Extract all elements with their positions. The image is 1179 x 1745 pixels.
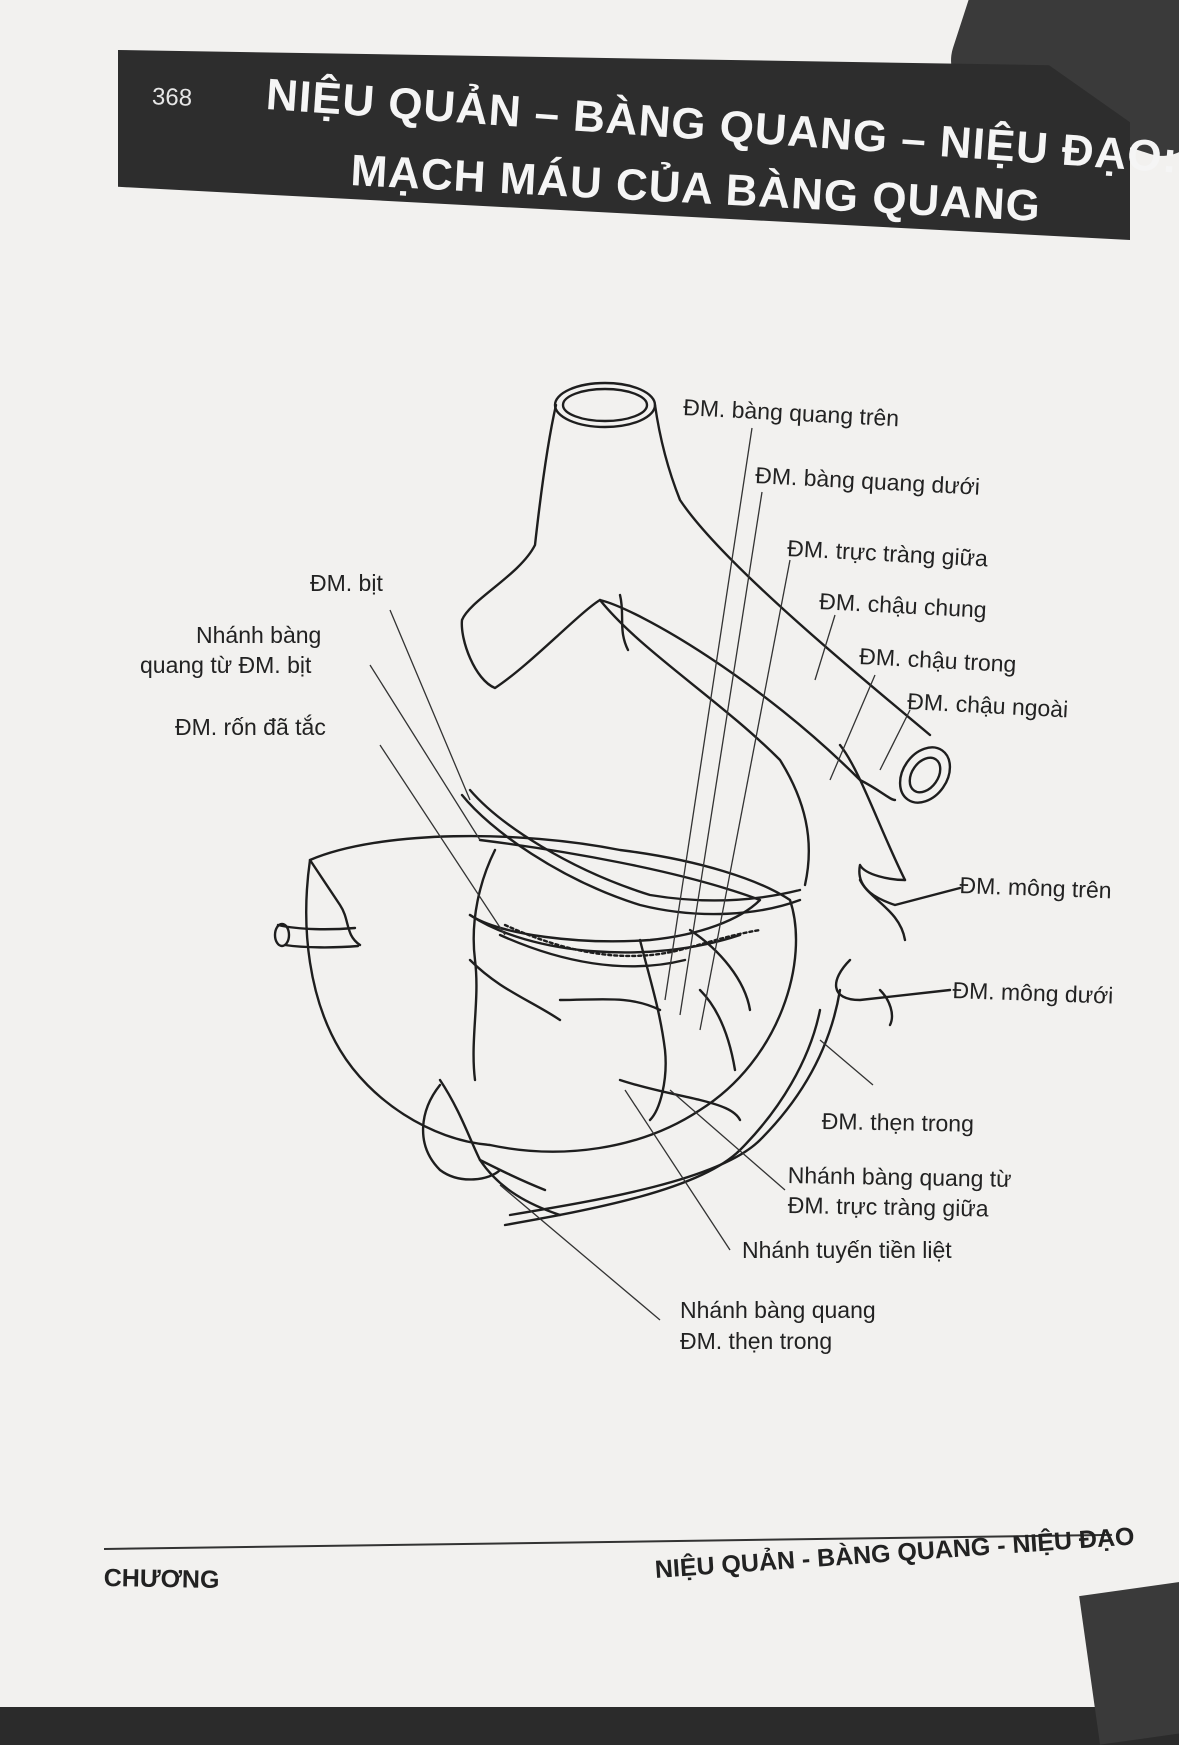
leader-line <box>815 615 835 680</box>
label-nhanh-tuyen-tien-liet: Nhánh tuyến tiền liệt <box>742 1237 952 1265</box>
footer-chapter: CHƯƠNG <box>103 1564 219 1595</box>
prostatic-branch <box>620 1080 740 1120</box>
internal-iliac-crease <box>620 595 628 650</box>
label-dm-mong-duoi: ĐM. mông dưới <box>952 977 1114 1010</box>
label-nhanh-bq-then-trong-2: ĐM. thẹn trong <box>680 1328 832 1356</box>
label-dm-ron-da-tac: ĐM. rốn đã tắc <box>175 714 326 742</box>
label-nhanh-bang-quang-bit-2: quang từ ĐM. bịt <box>140 652 311 680</box>
leader-line <box>500 1185 660 1320</box>
bladder-rim-2 <box>470 915 740 952</box>
leader-line <box>700 560 790 1030</box>
vesical-branch-3 <box>560 999 660 1010</box>
leader-line <box>880 710 910 770</box>
label-nhanh-bq-truc-trang-2: ĐM. trực tràng giữa <box>788 1192 989 1223</box>
leader-line <box>680 492 762 1015</box>
vesical-branch-2 <box>470 960 560 1020</box>
bladder-vessel-illustration <box>0 0 1179 1707</box>
leader-line <box>820 1040 873 1085</box>
label-dm-bit: ĐM. bịt <box>310 570 383 598</box>
internal-pudendal-artery-2 <box>505 1010 820 1225</box>
pudendal-vesical-branch <box>480 1160 545 1190</box>
bladder-dome-fold <box>310 860 360 945</box>
urachus-stub-end <box>275 924 289 946</box>
leader-line <box>390 610 470 800</box>
external-iliac-lower <box>600 600 895 800</box>
label-nhanh-bang-quang-bit-1: Nhánh bàng <box>196 622 321 650</box>
leader-line <box>670 1090 785 1190</box>
bladder-rim <box>470 840 760 941</box>
label-dm-then-trong: ĐM. thẹn trong <box>822 1108 975 1138</box>
label-nhanh-bq-truc-trang-1: Nhánh bàng quang từ <box>788 1162 1012 1193</box>
common-iliac-lumen-inner <box>563 389 647 421</box>
bladder-outline <box>306 836 796 1152</box>
label-nhanh-bq-then-trong-1: Nhánh bàng quang <box>680 1297 876 1325</box>
internal-iliac-branch <box>840 745 905 940</box>
inferior-gluteal-artery <box>836 960 950 1025</box>
external-iliac-upper <box>655 405 930 735</box>
superior-gluteal-artery <box>859 865 960 905</box>
label-dm-mong-tren: ĐM. mông trên <box>959 872 1112 905</box>
leader-line <box>625 1090 730 1250</box>
book-page: 368 NIỆU QUẢN – BÀNG QUANG – NIỆU ĐẠO: M… <box>0 0 1179 1707</box>
external-iliac-lumen <box>890 738 960 812</box>
